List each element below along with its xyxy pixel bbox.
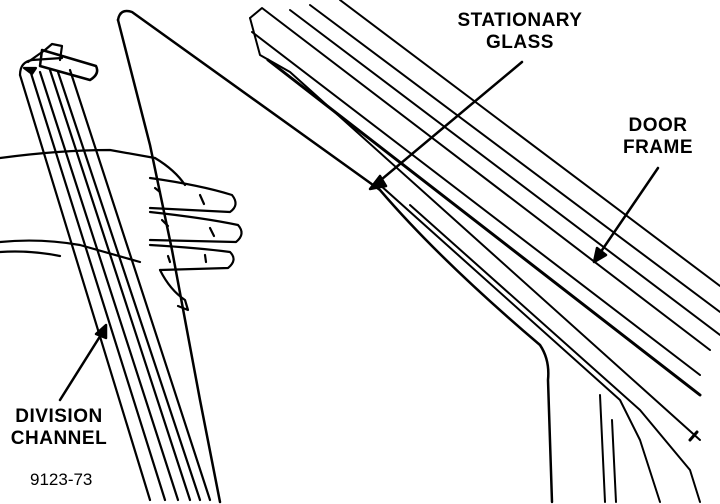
door-frame-label-line2: FRAME [622,137,694,158]
stationary-glass-arrowhead [368,174,388,191]
stationary-glass-pane [116,9,554,504]
division-channel-arrowhead [94,323,108,340]
leader-lines [58,60,660,402]
figure-number: 9123-73 [30,470,93,489]
door-frame-arrowhead [592,246,608,264]
division-channel-label-line2: CHANNEL [10,428,108,449]
hand-illustration [0,148,243,312]
stationary-glass-leader [374,60,524,186]
door-frame-leader [596,166,660,258]
door-frame [249,0,720,503]
stationary-glass-label-line1: STATIONARY [457,10,583,31]
division-channel [18,42,212,502]
door-frame-label-line1: DOOR [628,115,688,136]
stationary-glass-label-line2: GLASS [486,32,554,53]
door-frame-label: DOOR FRAME [618,115,698,159]
stationary-glass-label: STATIONARY GLASS [450,10,590,54]
division-channel-leader [58,328,106,402]
division-channel-label-line1: DIVISION [15,406,103,427]
division-channel-label: DIVISION CHANNEL [4,406,114,450]
